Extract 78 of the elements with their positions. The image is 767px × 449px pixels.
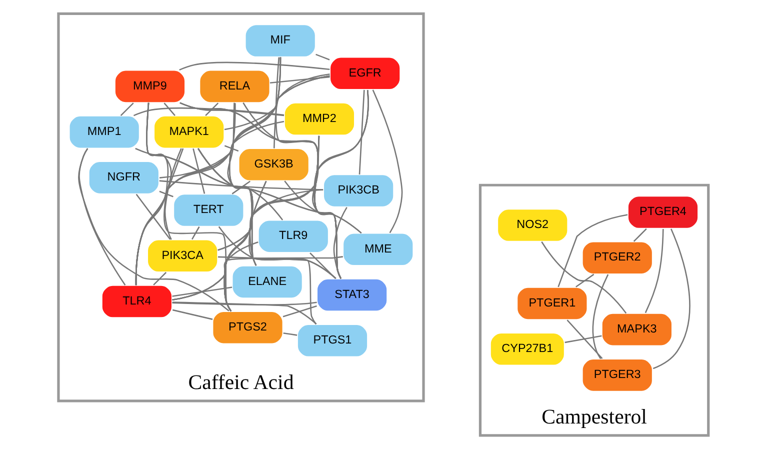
node-box: MAPK1	[153, 115, 225, 149]
connector	[566, 320, 603, 359]
connector	[316, 54, 330, 60]
node-box: TLR9	[258, 219, 330, 254]
connector	[358, 90, 365, 174]
connector	[135, 148, 184, 286]
connector	[282, 305, 317, 318]
node-box: PTGER3	[582, 358, 654, 392]
connector	[164, 148, 182, 240]
node-box: MAPK3	[601, 312, 673, 347]
connector	[541, 241, 627, 314]
node-box: STAT3	[316, 278, 388, 312]
connector	[159, 180, 323, 190]
connector	[164, 102, 176, 116]
connector	[224, 57, 282, 312]
node-box: MMP1	[68, 115, 140, 149]
connector	[135, 148, 362, 234]
connector	[159, 190, 174, 198]
connector	[78, 148, 230, 312]
connector	[273, 74, 330, 148]
node-box: TERT	[172, 193, 244, 228]
connector	[564, 335, 602, 344]
connector	[120, 102, 134, 116]
connector	[270, 76, 330, 84]
connector	[249, 136, 320, 266]
connector	[172, 302, 317, 306]
node-box: EGFR	[329, 56, 401, 90]
connector	[310, 252, 336, 279]
connector	[172, 302, 317, 325]
node-box: NOS2	[496, 208, 568, 242]
connector	[153, 272, 167, 286]
connector	[160, 75, 330, 178]
connector	[172, 309, 213, 320]
node-box: PTGS1	[296, 324, 368, 358]
connector	[224, 145, 239, 152]
connector	[146, 102, 232, 312]
connector	[135, 103, 236, 286]
connector	[205, 102, 219, 116]
connector	[283, 332, 298, 336]
node-box: MMP9	[114, 69, 186, 104]
node-box: PTGS2	[212, 310, 284, 345]
node-box: MMP2	[284, 102, 356, 136]
node-box: RELA	[198, 69, 271, 104]
connector	[218, 226, 336, 279]
connector	[172, 256, 343, 301]
connector	[135, 75, 330, 286]
connector	[644, 229, 664, 314]
connector	[192, 148, 206, 194]
connector	[592, 274, 609, 360]
connector	[172, 286, 232, 297]
connector	[192, 226, 200, 240]
connector	[333, 207, 348, 279]
node-box: ELANE	[231, 265, 304, 299]
connector	[146, 102, 317, 325]
node-box: TLR4	[101, 284, 173, 318]
connector	[224, 75, 330, 130]
node-box: PTGER1	[516, 286, 588, 320]
connector	[576, 274, 594, 288]
node-box: PIK3CA	[146, 238, 218, 273]
node-box: NGFR	[88, 160, 160, 195]
connector	[136, 194, 171, 240]
connector	[633, 228, 647, 242]
connector	[652, 228, 690, 370]
connector	[218, 256, 336, 279]
node-box: GSK3B	[238, 148, 310, 182]
node-box: MIF	[244, 24, 316, 58]
node-box: PTGER2	[582, 240, 654, 275]
node-box: CYP27B1	[490, 332, 566, 366]
connector	[232, 180, 250, 194]
node-box: PTGER4	[627, 195, 699, 230]
connector	[275, 57, 342, 279]
node-box: MME	[342, 232, 414, 266]
connector	[372, 90, 403, 234]
connector	[133, 108, 284, 116]
node-box: PIK3CB	[322, 174, 394, 208]
connector	[179, 62, 330, 71]
connector	[558, 214, 628, 288]
connector	[135, 120, 284, 286]
